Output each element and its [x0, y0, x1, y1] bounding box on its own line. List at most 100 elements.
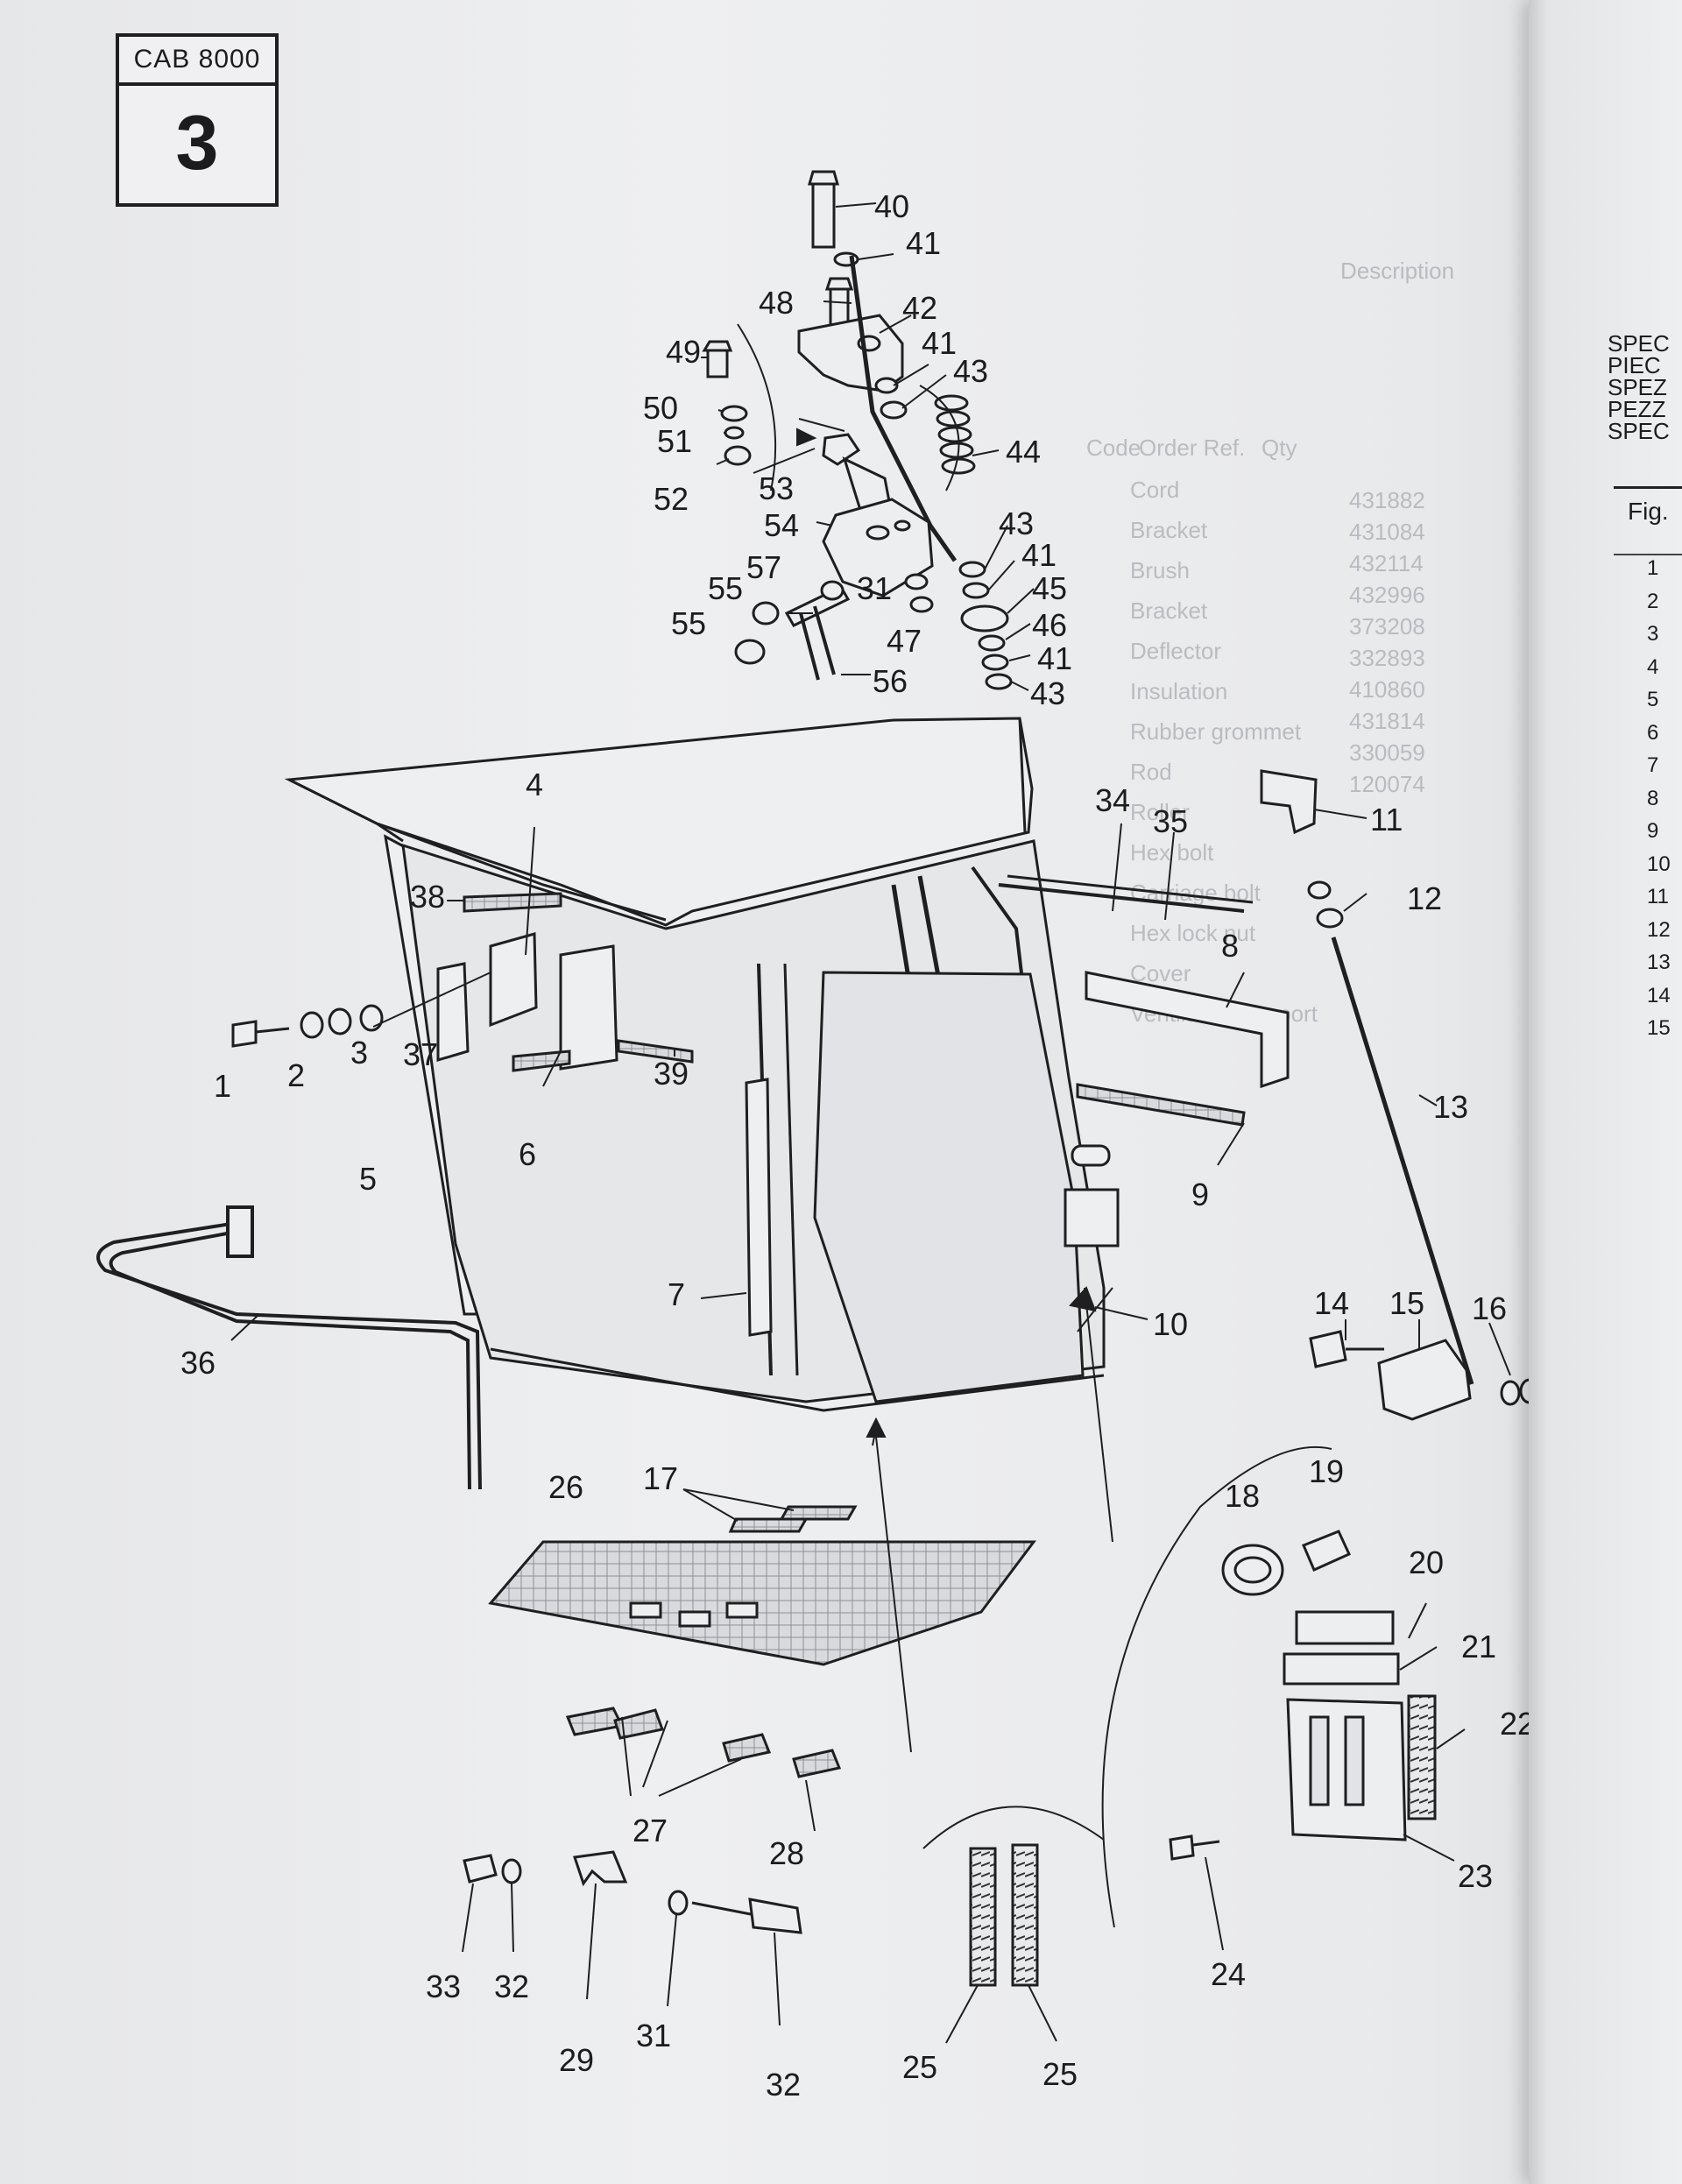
callout-20: 20 — [1409, 1544, 1444, 1580]
ghost-description: Rubber grommet — [1130, 718, 1302, 745]
ghost-description: Insulation — [1130, 678, 1227, 704]
ghost-header-order: Order Ref. — [1139, 435, 1245, 461]
figure-number: 3 — [175, 99, 219, 186]
fig-index-number: 14 — [1647, 983, 1671, 1007]
callout-57: 57 — [746, 549, 781, 585]
header-line: SPEC — [1608, 330, 1670, 357]
table-rule-bottom — [1614, 554, 1682, 555]
fig-index-number: 11 — [1647, 885, 1669, 908]
header-line: SPEZ — [1608, 374, 1667, 400]
fig-index-number: 5 — [1647, 688, 1659, 711]
fig-index-number: 10 — [1647, 852, 1671, 876]
callout-33: 33 — [426, 1968, 461, 2004]
callout-24: 24 — [1211, 1956, 1246, 1992]
figure-reference-box: CAB 8000 3 — [116, 33, 279, 207]
callout-55: 55 — [671, 605, 706, 641]
leader-lines — [230, 202, 1565, 2044]
header-line: SPEC — [1608, 418, 1670, 444]
lock-mechanism — [702, 170, 1013, 690]
callout-32: 32 — [494, 1968, 529, 2004]
callout-18: 18 — [1225, 1478, 1260, 1514]
callout-55: 55 — [708, 570, 743, 606]
callout-19: 19 — [1309, 1453, 1344, 1489]
callout-48: 48 — [759, 285, 794, 321]
callout-45: 45 — [1032, 570, 1067, 606]
callout-44: 44 — [1006, 434, 1041, 470]
ghost-description: Brush — [1130, 557, 1190, 583]
callout-17: 17 — [643, 1460, 678, 1496]
facing-page-headers: SPEC PIEC SPEZ PEZZ SPEC — [1608, 330, 1670, 444]
fig-column-header: Fig. — [1628, 498, 1669, 525]
show-through-text: Description Order Ref. Qty Code 431882 43… — [1086, 258, 1454, 1027]
fig-index-number: 13 — [1647, 951, 1671, 974]
callout-34: 34 — [1095, 782, 1130, 818]
ghost-code: 410860 — [1349, 676, 1425, 703]
callout-16: 16 — [1472, 1290, 1507, 1326]
callout-53: 53 — [759, 470, 794, 506]
callout-56: 56 — [873, 663, 908, 699]
callout-13: 13 — [1433, 1089, 1468, 1125]
ghost-code: 332893 — [1349, 645, 1425, 671]
handrail-36 — [96, 1205, 482, 1490]
callout-29: 29 — [559, 2042, 594, 2078]
ghost-code: 373208 — [1349, 613, 1425, 640]
ghost-code: 432114 — [1349, 550, 1424, 576]
callout-3: 3 — [350, 1035, 368, 1071]
ghost-description: Bracket — [1130, 517, 1208, 543]
ghost-description: Hex lock nut — [1130, 920, 1256, 946]
ghost-code: 431084 — [1349, 519, 1425, 545]
callout-2: 2 — [287, 1057, 305, 1093]
mats-27-28 — [565, 1707, 842, 1778]
callout-21: 21 — [1461, 1629, 1496, 1665]
pads-17 — [728, 1505, 858, 1533]
ghost-description: Deflector — [1130, 638, 1221, 664]
fig-index-number: 3 — [1647, 622, 1659, 646]
callout-15: 15 — [1389, 1285, 1424, 1321]
callout-35: 35 — [1153, 803, 1188, 839]
callout-25: 25 — [1042, 2056, 1078, 2092]
callout-51: 51 — [657, 423, 692, 459]
ghost-description: Roller — [1130, 799, 1190, 825]
ghost-description: Cord — [1130, 477, 1179, 503]
fig-index-number: 9 — [1647, 819, 1659, 843]
ghost-code: 432996 — [1349, 582, 1425, 608]
ghost-header-qty: Qty — [1262, 435, 1297, 461]
callout-54: 54 — [764, 507, 799, 543]
callout-36: 36 — [180, 1345, 216, 1381]
callout-1: 1 — [214, 1068, 231, 1104]
ghost-header-code: Code — [1086, 435, 1141, 461]
callout-12: 12 — [1407, 880, 1442, 916]
callout-50: 50 — [643, 390, 678, 426]
cab-body — [284, 717, 1290, 1412]
ghost-code: 431882 — [1349, 487, 1425, 513]
callout-41: 41 — [1037, 640, 1072, 676]
fig-index-number: 4 — [1647, 654, 1659, 679]
callout-31: 31 — [636, 2018, 671, 2053]
callout-5: 5 — [359, 1161, 377, 1197]
fig-index-number: 1 — [1647, 556, 1659, 580]
callout-41: 41 — [1021, 537, 1057, 573]
callout-46: 46 — [1032, 607, 1067, 643]
header-line: PEZZ — [1608, 396, 1666, 422]
ghost-code: 431814 — [1349, 708, 1425, 734]
callout-7: 7 — [668, 1276, 685, 1312]
callout-23: 23 — [1458, 1858, 1493, 1894]
callout-10: 10 — [1153, 1306, 1188, 1342]
callout-41: 41 — [922, 325, 957, 361]
ghost-header-description: Description — [1340, 258, 1454, 284]
ghost-code: 330059 — [1349, 739, 1425, 766]
fig-index-number: 6 — [1647, 720, 1659, 745]
callout-4: 4 — [526, 767, 543, 802]
callout-32: 32 — [766, 2067, 801, 2103]
fig-index-number: 15 — [1647, 1016, 1671, 1040]
callout-43: 43 — [1030, 675, 1065, 711]
callout-9: 9 — [1191, 1177, 1209, 1212]
ghost-description: Bracket — [1130, 597, 1208, 624]
header-line: PIEC — [1608, 352, 1661, 378]
callout-49: 49 — [666, 334, 701, 370]
callout-11: 11 — [1370, 802, 1403, 838]
callout-38: 38 — [410, 879, 445, 915]
